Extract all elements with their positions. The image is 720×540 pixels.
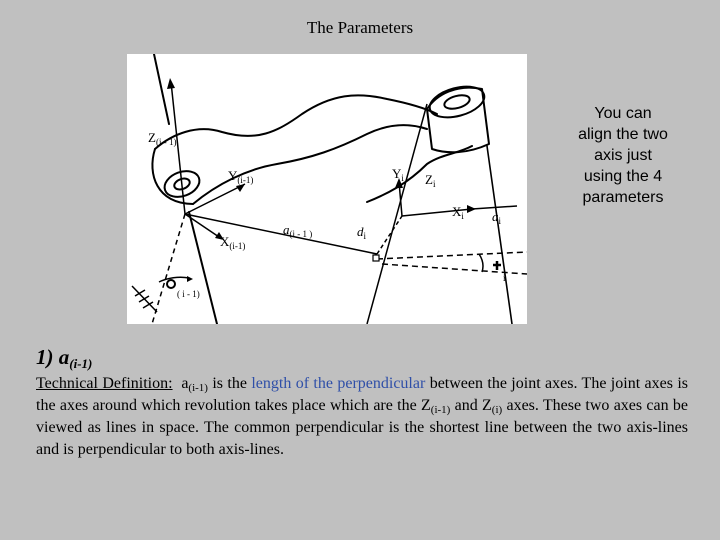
left-dashed-axis <box>151 213 186 324</box>
a-i-dashed-2 <box>381 263 527 275</box>
diagram-drawing <box>131 54 527 324</box>
definition-label: Technical Definition: <box>36 375 173 392</box>
definition-paragraph: Technical Definition: a(i-1) is the leng… <box>36 375 689 458</box>
label-a-i: ai <box>492 209 502 226</box>
common-perpendicular <box>184 213 378 255</box>
label-theta-i: i <box>503 273 506 283</box>
z-prev-arrowhead <box>167 78 175 89</box>
theta-i-marker <box>493 261 501 270</box>
x-prev-arrowhead <box>215 232 224 240</box>
alpha-prev-arc <box>158 276 190 283</box>
side-note: You can align the two axis just using th… <box>578 105 668 206</box>
highlighted-phrase: length of the perpendicular <box>251 375 426 392</box>
ground-hatch <box>131 285 158 313</box>
right-joint-hole <box>443 94 471 110</box>
label-x-i: Xi <box>452 204 464 221</box>
right-joint-top <box>428 85 486 119</box>
left-link-outline-lower <box>192 124 428 205</box>
d-i-segment <box>376 215 403 255</box>
section-heading: 1) a(i-1) <box>36 345 93 371</box>
label-y-prev: Y(i-1) <box>228 168 254 185</box>
right-joint-body <box>426 86 490 154</box>
z-prev-arrow <box>170 81 186 215</box>
left-joint-top <box>163 170 201 198</box>
label-a-prev: a(i - 1 ) <box>283 222 313 239</box>
y-i-arrowhead <box>395 178 403 188</box>
left-link-outline <box>154 94 438 150</box>
label-x-prev: X(i-1) <box>220 234 246 251</box>
x-prev-arrow <box>184 213 223 240</box>
di-marker <box>372 254 380 262</box>
a-i-dashed <box>376 251 527 260</box>
y-prev-arrowhead <box>236 184 245 192</box>
x-i-arrow <box>401 208 473 217</box>
left-joint-hole <box>173 177 191 191</box>
dh-parameter-diagram: Z(i - 1) Y(i-1) X(i-1) a(i - 1 ) Yi Zi X… <box>127 54 527 324</box>
z-prev-axis <box>153 54 170 125</box>
alpha-arrow <box>187 276 193 282</box>
label-z-prev: Z(i - 1) <box>148 130 177 147</box>
z-prev-axis-lower <box>188 211 218 324</box>
theta-i-arc <box>478 253 484 273</box>
x-i-extension <box>471 205 518 210</box>
label-d-i: di <box>357 224 367 241</box>
left-link-side <box>151 148 194 205</box>
label-alpha-prev: ( i - 1) <box>177 289 200 299</box>
label-z-i: Zi <box>425 172 436 189</box>
right-axis-lower <box>486 145 513 324</box>
y-prev-arrow <box>184 183 246 215</box>
z-i-axis <box>366 103 428 324</box>
x-i-arrowhead <box>467 205 476 213</box>
alpha-prev-marker <box>166 279 176 289</box>
right-link-lower <box>366 145 473 203</box>
page-title: The Parameters <box>306 18 414 37</box>
label-y-i: Yi <box>392 166 404 183</box>
